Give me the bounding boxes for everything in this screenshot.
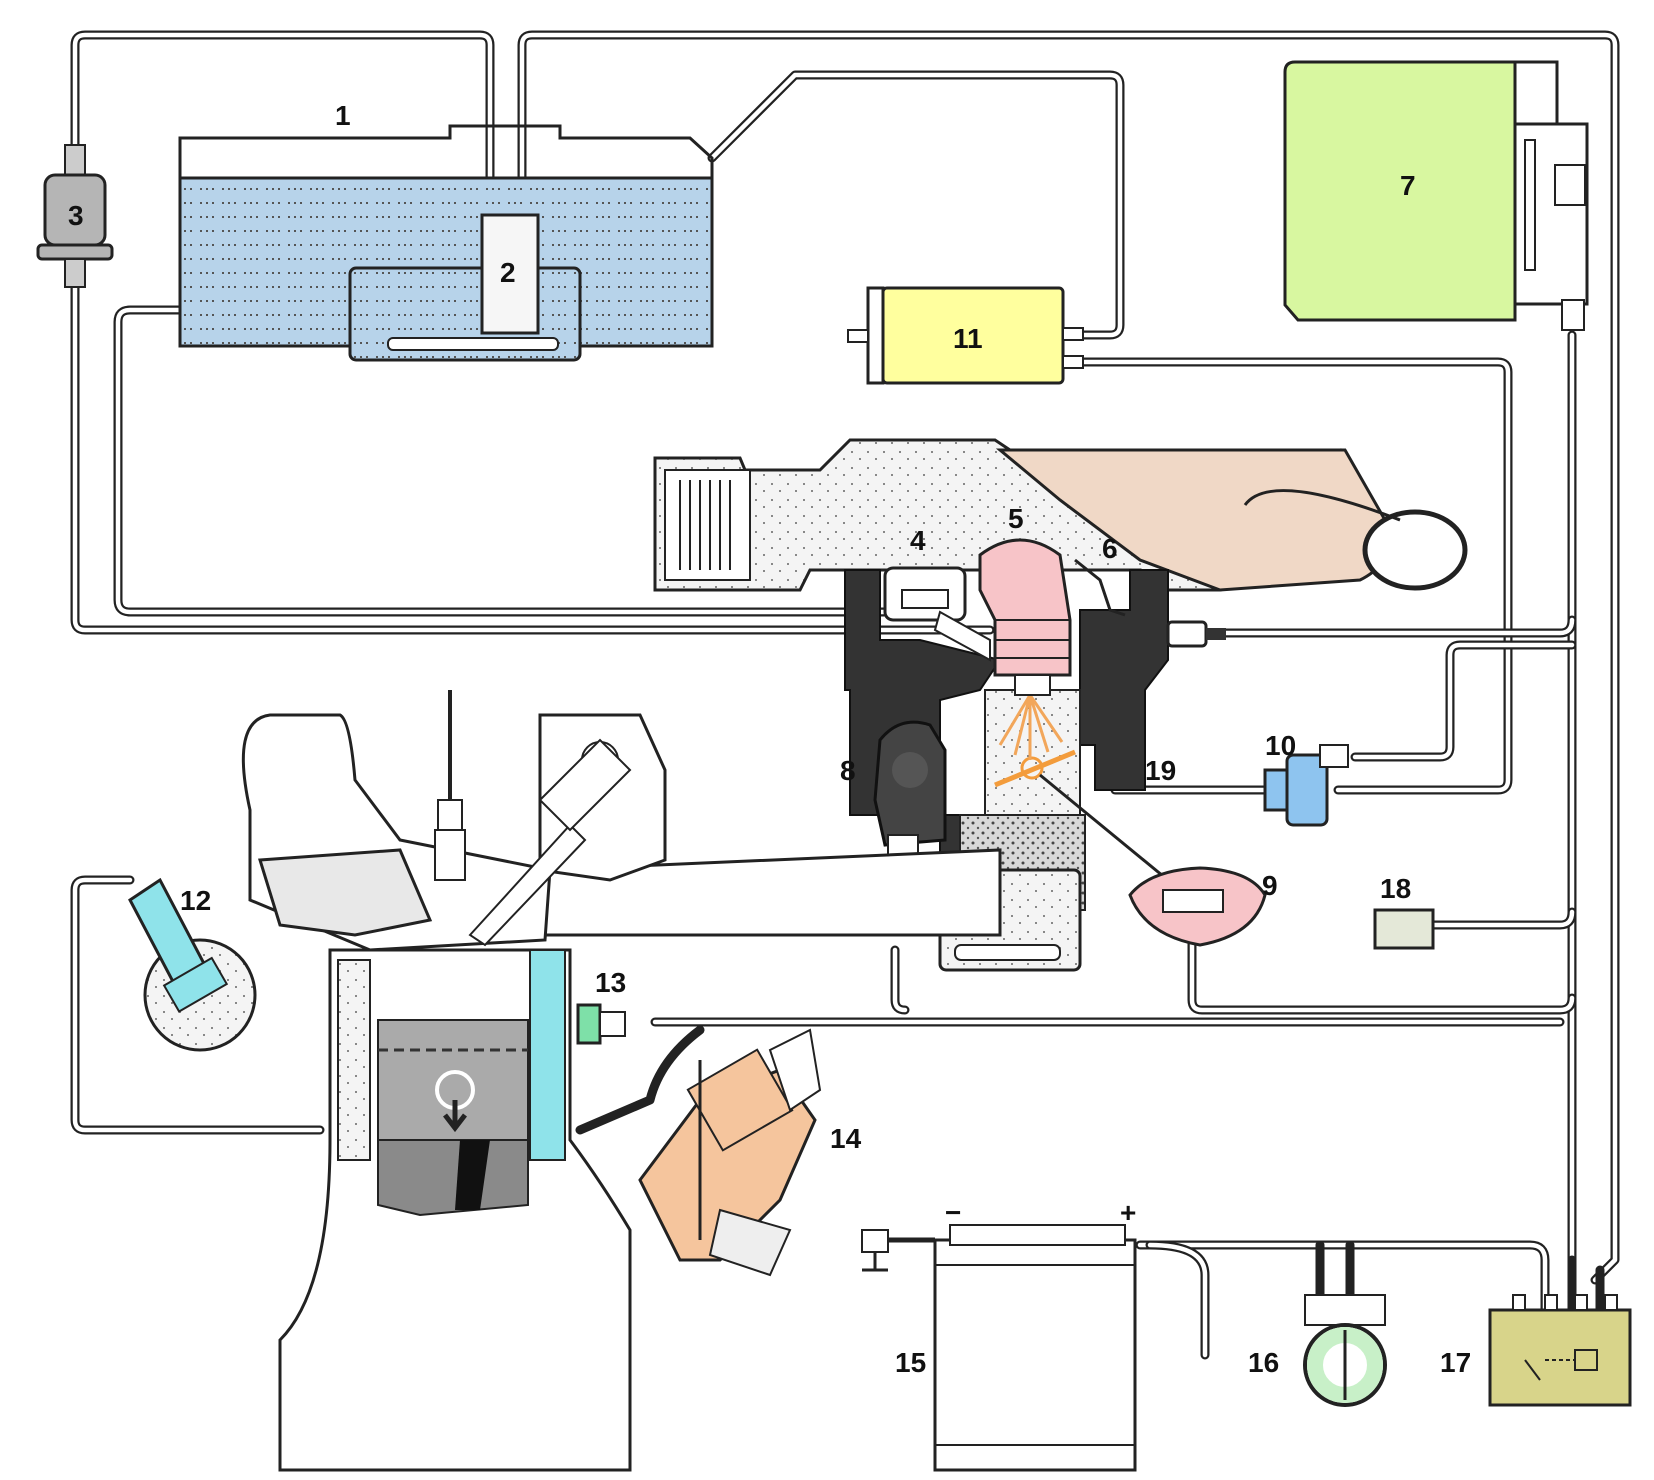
label-6: 6 — [1102, 533, 1118, 564]
fuel-injector — [978, 538, 1072, 696]
label-7: 7 — [1400, 170, 1416, 201]
pressure-sensor — [1263, 744, 1349, 827]
battery: − + — [861, 1197, 1137, 1472]
label-13: 13 — [595, 967, 626, 998]
piston — [377, 1019, 529, 1141]
coolant-jacket-left — [337, 959, 371, 1161]
coolant-temp-sensor — [576, 1003, 626, 1045]
component-11 — [847, 286, 1084, 385]
air-duct-inlet — [1362, 509, 1468, 591]
label-9: 9 — [1262, 870, 1278, 901]
battery-negative-terminal: − — [945, 1197, 961, 1228]
pipes-and-wiring — [70, 30, 1620, 1360]
distributor — [638, 1028, 822, 1277]
fuel-tank — [178, 124, 714, 362]
label-2: 2 — [500, 257, 516, 288]
component-labels: 1 2 3 4 5 6 7 8 9 10 11 12 13 14 15 16 1… — [68, 100, 1471, 1378]
label-10: 10 — [1265, 730, 1296, 761]
ecu — [1283, 60, 1589, 331]
label-8: 8 — [840, 755, 856, 786]
label-4: 4 — [910, 525, 926, 556]
label-11: 11 — [953, 323, 983, 354]
label-1: 1 — [335, 100, 351, 131]
battery-positive-terminal: + — [1120, 1197, 1136, 1228]
sensor-12 — [128, 877, 257, 1052]
component-18 — [1373, 908, 1435, 950]
air-temp-sensor — [1074, 558, 1126, 617]
engine — [241, 690, 1002, 1472]
coolant-jacket-right — [529, 949, 566, 1161]
air-filter-element — [679, 480, 731, 570]
throttle-plate — [994, 749, 1076, 788]
label-3: 3 — [68, 200, 84, 231]
label-5: 5 — [1008, 503, 1024, 534]
relay — [1488, 1294, 1632, 1407]
idle-actuator — [873, 720, 947, 866]
label-12: 12 — [180, 885, 211, 916]
label-19: 19 — [1145, 755, 1176, 786]
label-16: 16 — [1248, 1347, 1279, 1378]
pressure-regulator — [883, 566, 991, 662]
label-18: 18 — [1380, 873, 1411, 904]
label-17: 17 — [1440, 1347, 1471, 1378]
throttle-sensor-connector — [1166, 620, 1226, 648]
fuel-pump-module — [480, 213, 540, 335]
component-16 — [1303, 1294, 1387, 1407]
throttle-position-sensor — [1039, 773, 1267, 947]
injection-spray — [998, 694, 1064, 760]
fuel-filter — [36, 144, 114, 288]
air-intake — [653, 438, 1468, 592]
label-14: 14 — [830, 1123, 862, 1154]
label-15: 15 — [895, 1347, 926, 1378]
